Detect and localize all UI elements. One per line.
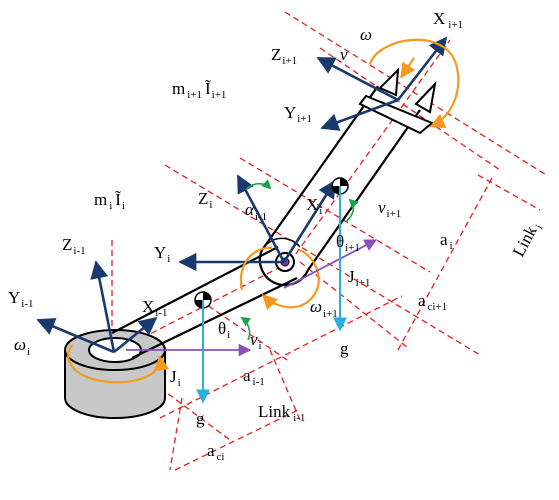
label-g-left: g — [196, 409, 205, 428]
guide-lower-parallel — [159, 295, 403, 419]
label-theta-ip1: θi+1 — [336, 232, 360, 254]
axis-y-im1 — [36, 317, 115, 354]
guide-joint-i-perp — [239, 157, 431, 273]
label-omega-i: ωi — [14, 335, 30, 358]
label-j-i: Ji — [170, 367, 181, 389]
label-alpha: αi-1 — [245, 200, 267, 223]
guide-top-diagonal — [284, 11, 549, 177]
label-j-ip1: Ji+1 — [348, 267, 370, 289]
nu-ip1-vector — [283, 239, 378, 289]
label-z-ip1: Zi+1 — [271, 45, 297, 67]
gravity-vectors — [196, 186, 347, 404]
axis-y-ip1 — [320, 98, 399, 131]
label-y-im1: Yi-1 — [8, 288, 34, 310]
alpha-arc — [245, 179, 272, 191]
label-link-i: Linki — [509, 218, 546, 261]
guide-ai-dimension — [397, 177, 493, 351]
axis-x-i — [282, 179, 337, 263]
label-x-i: Xi — [306, 195, 322, 217]
joint-angle-arcs — [240, 179, 359, 341]
label-y-ip1: Yi+1 — [284, 103, 312, 125]
axis-z-i — [236, 174, 286, 263]
guide-link-i-marker — [477, 174, 541, 211]
label-g-right: g — [340, 339, 349, 358]
label-theta-i: θi — [218, 319, 230, 341]
omega-ip1-arc — [368, 38, 460, 129]
guide-link-i-axis — [289, 39, 451, 263]
axis-x-ip1 — [396, 36, 448, 101]
guide-joint-im1-perp — [199, 299, 291, 363]
velocity-vectors — [126, 239, 378, 357]
label-nu-i: νi — [250, 330, 262, 352]
theta-ip1-arc — [345, 198, 359, 223]
label-omega-top: ω — [360, 25, 372, 44]
omega-im1-arc — [67, 344, 170, 384]
guide-upper-perp — [319, 47, 501, 171]
guide-aci-end — [169, 397, 183, 471]
axis-z-im1 — [90, 260, 116, 353]
label-omega-ip1: ωi+1 — [310, 297, 338, 320]
label-z-i: Zi — [198, 189, 212, 211]
guide-mid-perp — [164, 164, 481, 356]
label-x-im1: Xi-1 — [142, 297, 168, 319]
label-z-im1: Zi-1 — [62, 235, 86, 257]
omega-i-arc — [239, 246, 320, 307]
guide-aci-dimension — [174, 409, 299, 471]
rotation-arcs — [67, 38, 460, 384]
theta-i-arc — [240, 316, 252, 341]
label-y-i: Yi — [154, 243, 170, 265]
axis-z-ip1 — [316, 56, 399, 102]
frame-axes — [36, 36, 448, 354]
guide-link-im1-end — [269, 349, 301, 421]
axis-x-im1 — [113, 316, 158, 354]
label-v-top: v — [340, 45, 348, 64]
end-effector — [358, 67, 437, 135]
v-ip1-arrow — [400, 57, 416, 79]
label-nu-ip1: νi+1 — [378, 198, 401, 220]
